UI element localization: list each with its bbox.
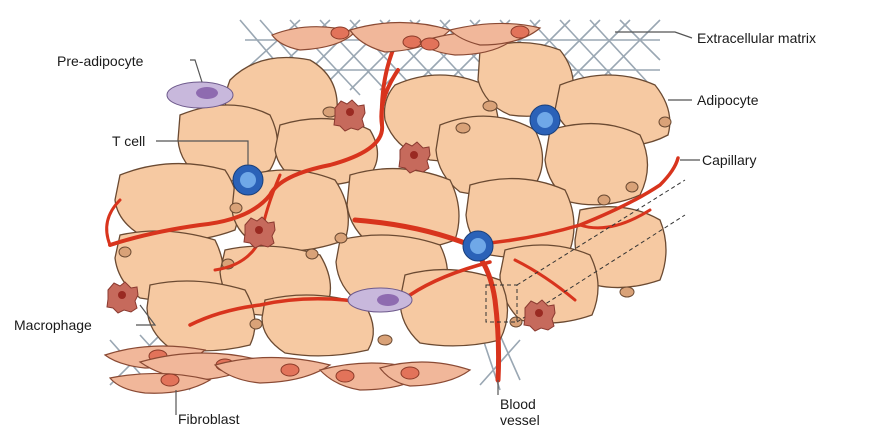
fibroblast-nucleus [331, 27, 349, 39]
t-cell-nucleus [470, 238, 486, 254]
label-adipocyte: Adipocyte [697, 92, 759, 108]
label-blood-vessel-line1: Blood [500, 396, 536, 412]
label-macrophage: Macrophage [14, 317, 92, 333]
adipocyte-nucleus [335, 233, 347, 243]
t-cell-nucleus [240, 172, 256, 188]
macrophage-nucleus [118, 291, 126, 299]
pre-adipocyte-nucleus [377, 294, 399, 306]
fibroblast-nucleus [281, 364, 299, 376]
macrophage-nucleus [535, 309, 543, 317]
adipocyte-nucleus [119, 247, 131, 257]
fibroblast-nucleus [401, 367, 419, 379]
fibroblast-nucleus [421, 38, 439, 50]
adipocyte-nucleus [626, 182, 638, 192]
macrophage-nucleus [255, 226, 263, 234]
adipocyte-nucleus [230, 203, 242, 213]
label-fibroblast: Fibroblast [178, 411, 240, 427]
macrophage-nucleus [346, 108, 354, 116]
adipocyte-nucleus [598, 195, 610, 205]
label-pre-adipocyte: Pre-adipocyte [57, 53, 144, 69]
adipocyte-nucleus [250, 319, 262, 329]
label-blood-vessel-line2: vessel [500, 412, 540, 428]
macrophage-nucleus [410, 151, 418, 159]
label-capillary: Capillary [702, 152, 756, 168]
adipocyte-nucleus [306, 249, 318, 259]
adipocyte-nucleus [378, 335, 392, 345]
fibroblast-nucleus [403, 36, 421, 48]
fibroblast-cell [110, 373, 210, 393]
adipocyte-cell [147, 281, 255, 351]
fibroblast-cell [215, 358, 330, 384]
leader-pre-adipocyte [190, 60, 202, 82]
t-cell-nucleus [537, 112, 553, 128]
adipocyte-nucleus [659, 117, 671, 127]
adipocyte-nucleus [483, 101, 497, 111]
label-extracellular-matrix: Extracellular matrix [697, 30, 816, 46]
fibroblast-nucleus [511, 26, 529, 38]
fibroblast-nucleus [336, 370, 354, 382]
fibroblast-nucleus [161, 374, 179, 386]
label-t-cell: T cell [112, 133, 145, 149]
adipocyte-nucleus [620, 287, 634, 297]
adipocyte-nucleus [456, 123, 470, 133]
pre-adipocyte-nucleus [196, 87, 218, 99]
leader-extracellular-matrix [615, 32, 692, 38]
